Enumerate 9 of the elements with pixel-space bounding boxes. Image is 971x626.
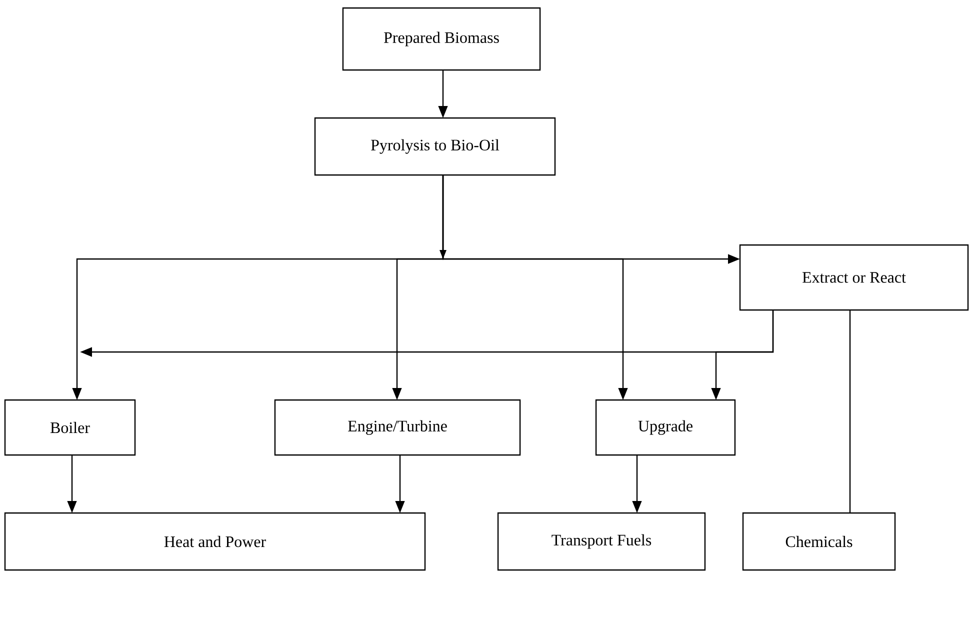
process-box: Boiler: [4, 399, 136, 456]
process-box: Engine/Turbine: [274, 399, 521, 456]
process-box: Extract or React: [739, 244, 969, 311]
process-box: Pyrolysis to Bio-Oil: [314, 117, 556, 176]
process-box: Chemicals: [742, 512, 896, 571]
process-box: Transport Fuels: [497, 512, 706, 571]
process-box: Prepared Biomass: [342, 7, 541, 71]
process-box: Heat and Power: [4, 512, 426, 571]
process-box: Upgrade: [595, 399, 736, 456]
